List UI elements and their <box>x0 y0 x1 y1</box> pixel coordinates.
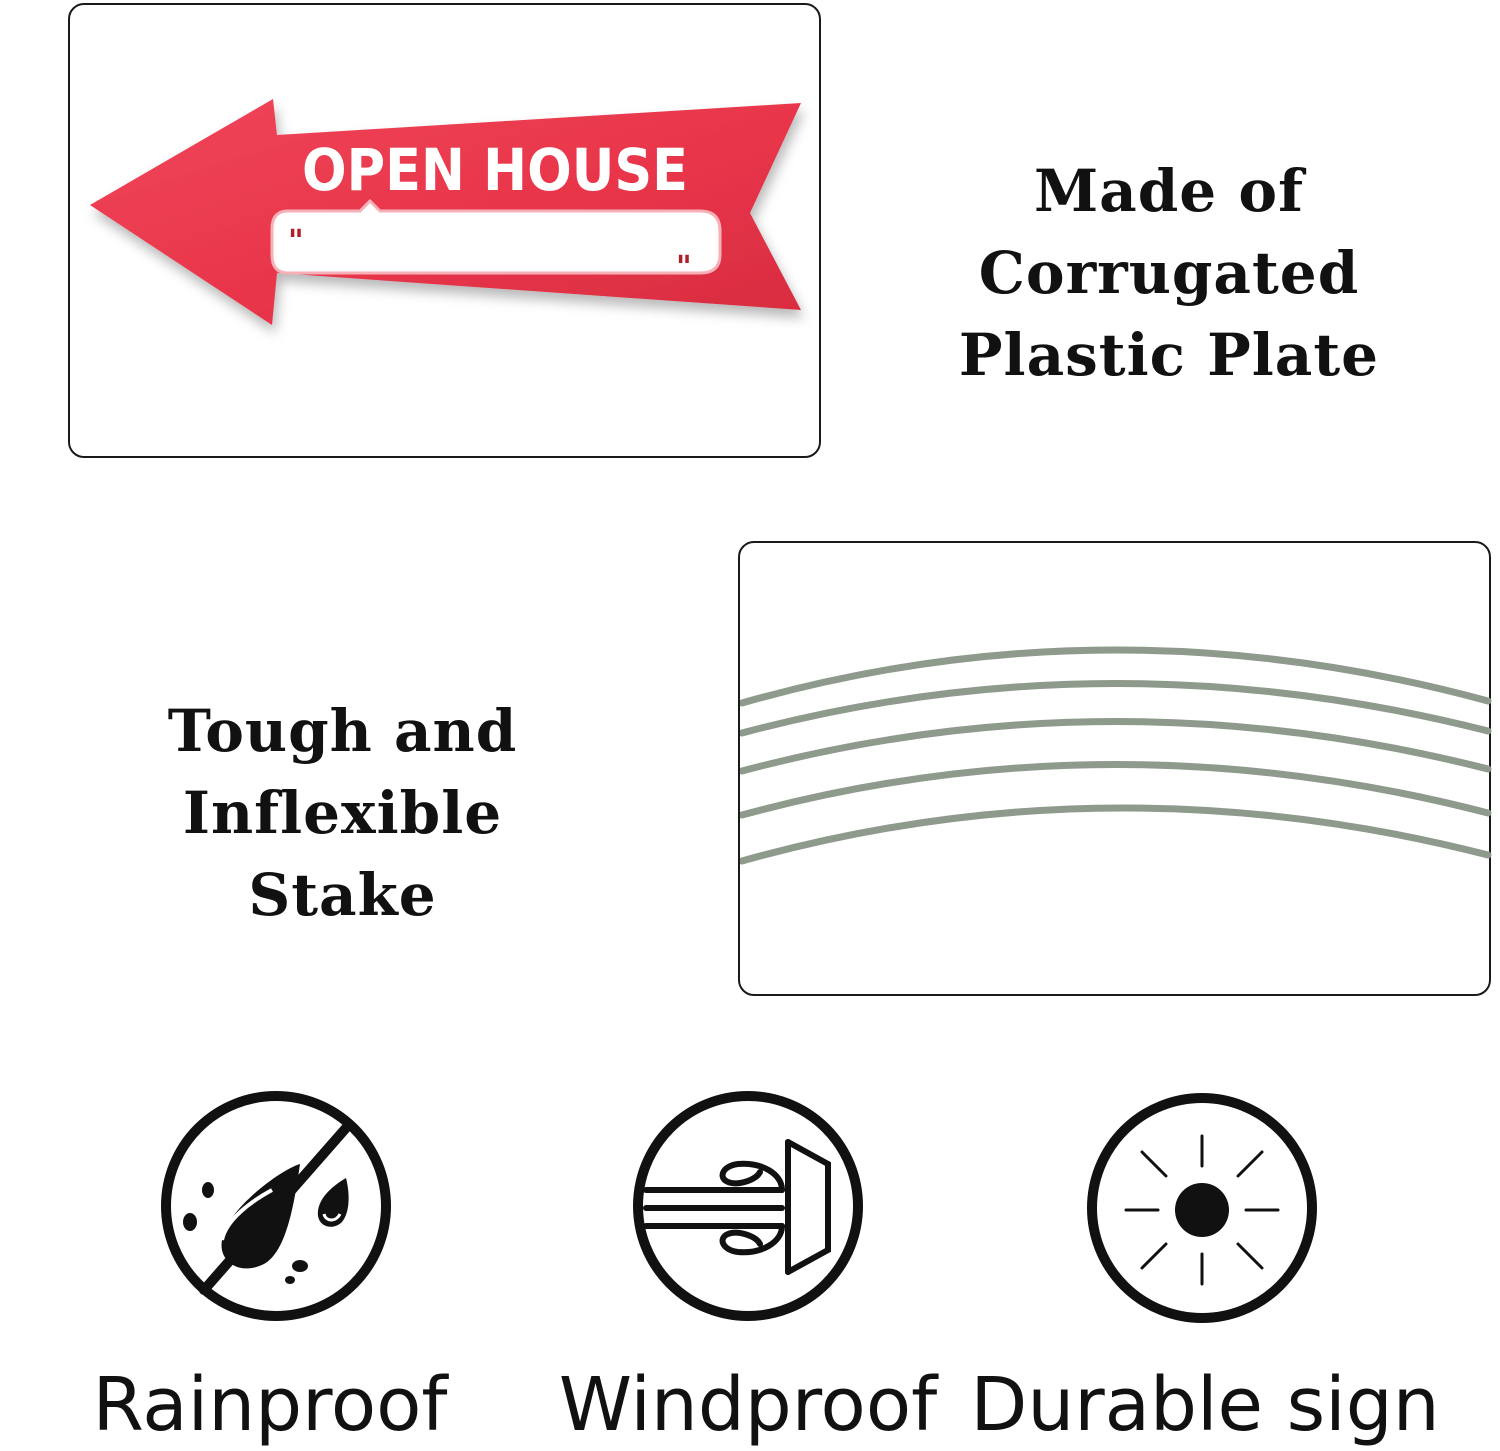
stakes-image-panel <box>738 541 1492 996</box>
stake-heading-line2: Stake <box>248 861 437 929</box>
plate-heading-line2: Plastic Plate <box>958 321 1380 389</box>
wire-stake <box>740 646 1492 707</box>
wire-stake <box>740 761 1492 819</box>
wire-stake <box>740 718 1492 775</box>
windproof-label: Windproof <box>558 1362 938 1448</box>
sun-icon <box>1087 1093 1317 1323</box>
rainproof-icon <box>161 1091 391 1321</box>
plate-heading-line1: Made of Corrugated <box>978 157 1360 307</box>
wire-stake <box>740 804 1492 865</box>
close-quote-mark: " <box>676 250 692 285</box>
rainproof-label: Rainproof <box>92 1362 448 1448</box>
wire-stake <box>740 680 1492 737</box>
wire-stakes-illustration <box>740 646 1492 865</box>
windproof-icon <box>633 1091 863 1321</box>
stake-heading: Tough and Inflexible Stake <box>0 690 685 936</box>
open-quote-mark: " <box>288 224 304 259</box>
stake-heading-line1: Tough and Inflexible <box>167 697 518 847</box>
durable-sign-label: Durable sign <box>970 1362 1440 1448</box>
sign-text-box <box>270 198 722 275</box>
open-house-arrow-sign: OPEN HOUSE " " <box>90 99 801 325</box>
sign-title: OPEN HOUSE <box>302 136 688 204</box>
plate-material-heading: Made of Corrugated Plastic Plate <box>838 150 1500 396</box>
sign-image-panel: OPEN HOUSE " " <box>68 3 821 458</box>
